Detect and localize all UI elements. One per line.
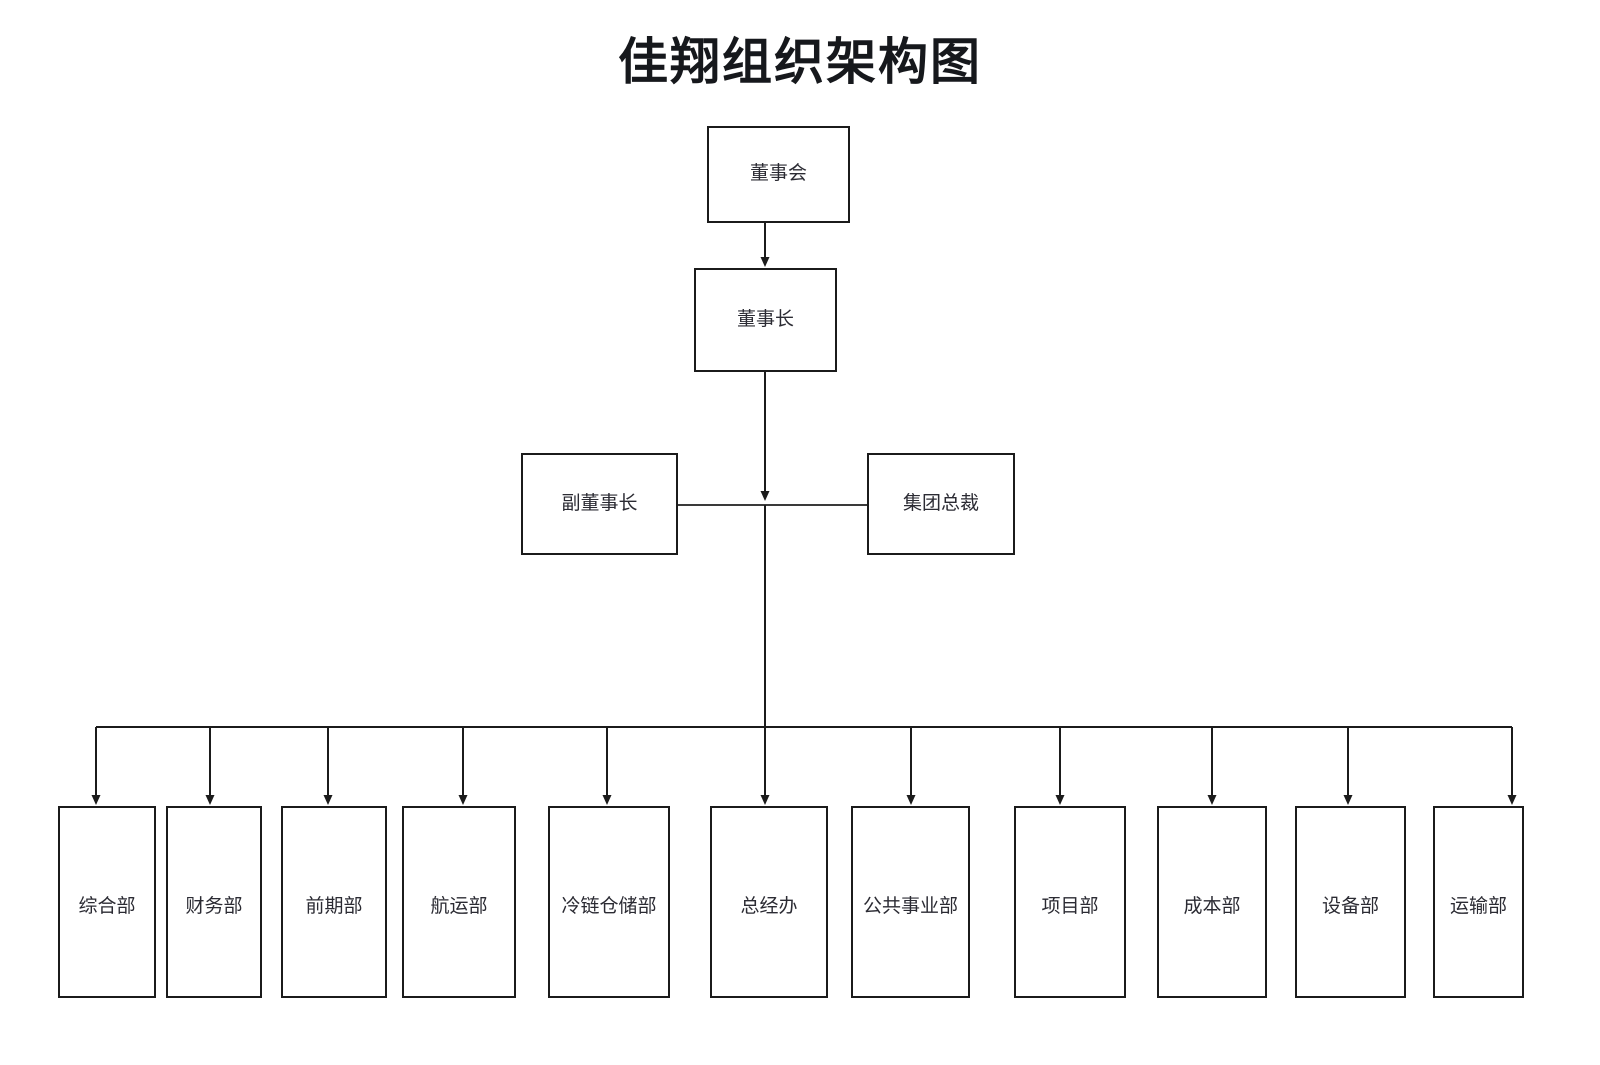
node-department-7[interactable]: 项目部 (1014, 806, 1126, 998)
node-department-9[interactable]: 设备部 (1295, 806, 1406, 998)
node-department-10[interactable]: 运输部 (1433, 806, 1524, 998)
node-label: 设备部 (1321, 896, 1379, 918)
node-label: 集团总裁 (902, 492, 979, 514)
node-department-6[interactable]: 公共事业部 (851, 806, 970, 998)
node-label: 冷链仓储部 (561, 896, 657, 918)
node-label: 董事会 (749, 163, 807, 185)
node-label: 前期部 (305, 896, 363, 918)
node-board[interactable]: 董事会 (707, 126, 850, 223)
node-label: 副董事长 (561, 492, 638, 514)
node-label: 董事长 (736, 308, 794, 330)
node-chairman[interactable]: 董事长 (694, 268, 837, 372)
node-department-1[interactable]: 财务部 (166, 806, 262, 998)
node-label: 航运部 (430, 896, 488, 918)
node-department-2[interactable]: 前期部 (281, 806, 387, 998)
node-group-president[interactable]: 集团总裁 (867, 453, 1015, 555)
node-label: 综合部 (78, 896, 136, 918)
node-label: 总经办 (740, 896, 798, 918)
node-label: 运输部 (1449, 896, 1507, 918)
node-department-8[interactable]: 成本部 (1157, 806, 1267, 998)
node-label: 公共事业部 (862, 896, 958, 918)
node-department-0[interactable]: 综合部 (58, 806, 156, 998)
node-vice-chairman[interactable]: 副董事长 (521, 453, 678, 555)
node-label: 财务部 (185, 896, 243, 918)
node-department-5[interactable]: 总经办 (710, 806, 828, 998)
node-department-3[interactable]: 航运部 (402, 806, 516, 998)
node-department-4[interactable]: 冷链仓储部 (548, 806, 670, 998)
node-label: 项目部 (1041, 896, 1099, 918)
node-label: 成本部 (1183, 896, 1241, 918)
page-title: 佳翔组织架构图 (618, 34, 982, 90)
